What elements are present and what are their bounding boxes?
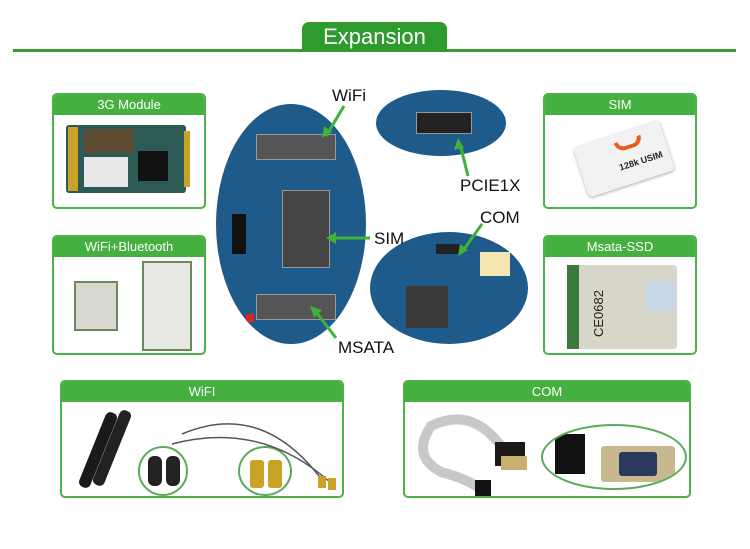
half-mini-card	[74, 281, 118, 331]
board-photo-left	[216, 104, 366, 344]
sim-image: 128k USIM	[545, 115, 695, 207]
arrow-icon	[310, 306, 338, 339]
board-photo-com	[370, 232, 528, 344]
chip	[406, 286, 448, 328]
card-title: 3G Module	[54, 95, 204, 115]
power-connector	[480, 252, 510, 276]
label-sim: SIM	[374, 229, 405, 248]
board-photo-pcie	[376, 90, 506, 156]
ce-mark: CE0682	[591, 290, 606, 337]
connector-closeup	[541, 424, 687, 490]
sim-slot	[282, 190, 330, 268]
msata-slot	[256, 294, 336, 320]
wifi-antenna-image	[62, 402, 342, 496]
card-title: WiFi+Bluetooth	[54, 237, 204, 257]
card-title: SIM	[545, 95, 695, 115]
card-title: Msata-SSD	[545, 237, 695, 257]
gold-pins	[184, 131, 190, 187]
arrow-icon	[326, 232, 370, 244]
arrow-icon	[322, 105, 346, 138]
page-title: Expansion	[302, 22, 447, 52]
ssd-edge	[567, 265, 579, 349]
com-cable-image	[405, 402, 689, 496]
connector-closeup	[238, 446, 292, 496]
card-wifi-antenna: WiFI	[60, 380, 344, 498]
chip	[84, 129, 134, 153]
ribbon-cable	[418, 414, 527, 496]
chip	[138, 151, 168, 181]
sata-port	[232, 214, 246, 254]
card-title: WiFI	[62, 382, 342, 402]
3g-module-image	[54, 115, 204, 207]
pigtail-cables	[171, 423, 336, 490]
pcie-slot	[416, 112, 472, 134]
gold-edge	[68, 127, 78, 191]
wifi-slot	[256, 134, 336, 160]
card-sim: SIM 128k USIM	[543, 93, 697, 209]
label-com: COM	[480, 208, 520, 227]
button	[246, 314, 254, 322]
com-header	[436, 244, 460, 254]
card-title: COM	[405, 382, 689, 402]
label-msata: MSATA	[338, 338, 395, 357]
mini-pcie-card	[142, 261, 192, 351]
label-pcie: PCIE1X	[460, 176, 521, 195]
arrow-icon	[458, 223, 484, 256]
label-sticker	[84, 157, 128, 187]
arrow-icon	[454, 138, 470, 177]
antenna-closeup	[138, 446, 188, 496]
msata-ssd-image: CE0682	[545, 257, 695, 353]
card-3g-module: 3G Module	[52, 93, 206, 209]
sim-card: 128k USIM	[573, 120, 675, 198]
label-wifi: WiFi	[332, 86, 366, 105]
card-com-cable: COM	[403, 380, 691, 498]
card-msata-ssd: Msata-SSD CE0682	[543, 235, 697, 355]
wifi-bluetooth-image	[54, 257, 204, 353]
sim-logo	[613, 134, 644, 153]
card-wifi-bluetooth: WiFi+Bluetooth	[52, 235, 206, 355]
sim-text: 128k USIM	[617, 149, 664, 173]
ssd-chip	[645, 281, 675, 311]
